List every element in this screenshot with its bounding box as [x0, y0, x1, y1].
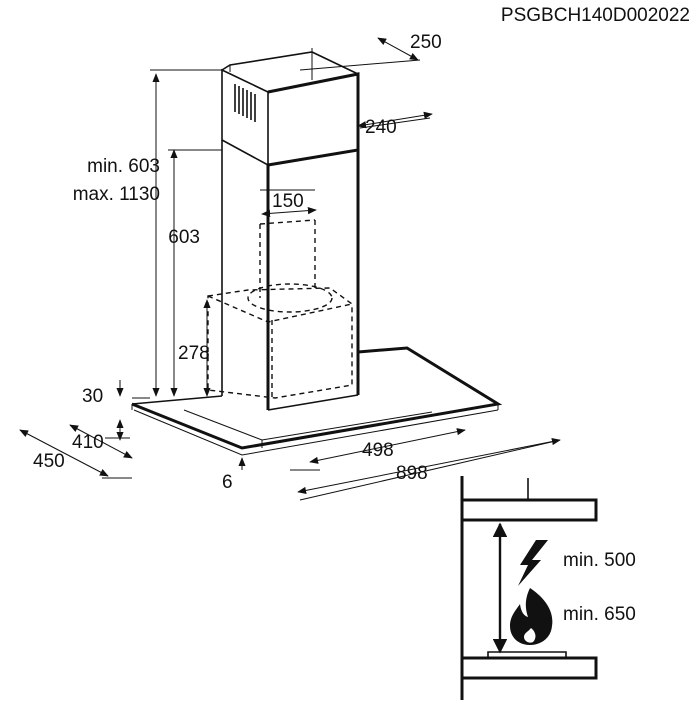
dimension-lines	[19, 37, 561, 501]
dim-max-1130: max. 1130	[73, 184, 160, 205]
dim-603: 603	[168, 227, 200, 248]
flame-icon	[510, 588, 553, 645]
hob-panel	[460, 651, 598, 680]
dimension-labels: 250 240 min. 603 max. 1130 603 150 278 3…	[33, 32, 442, 493]
vent-grille	[234, 84, 256, 122]
upper-chimney	[221, 48, 360, 167]
clearance-gas: min. 650	[563, 604, 636, 625]
dim-6: 6	[222, 472, 233, 493]
lightning-icon	[518, 540, 548, 586]
dim-30: 30	[82, 386, 103, 407]
clearance-electric: min. 500	[563, 550, 636, 571]
model-code: PSGBCH140D002022	[501, 5, 690, 26]
dim-250: 250	[410, 32, 442, 53]
glass-canopy	[131, 346, 503, 456]
dim-240: 240	[365, 117, 397, 138]
dim-450: 450	[33, 451, 65, 472]
dim-898: 898	[396, 463, 428, 484]
cooker-hood-drawing	[131, 48, 503, 456]
lower-chimney	[221, 140, 360, 411]
hidden-outlet-and-motor	[207, 219, 353, 399]
hood-bottom-panel	[460, 498, 598, 522]
dim-410: 410	[72, 432, 104, 453]
dim-498: 498	[362, 440, 394, 461]
dim-150: 150	[272, 191, 304, 212]
dim-278: 278	[178, 343, 210, 364]
dim-min-603: min. 603	[87, 156, 160, 177]
clearance-inset: min. 500 min. 650	[460, 476, 636, 700]
